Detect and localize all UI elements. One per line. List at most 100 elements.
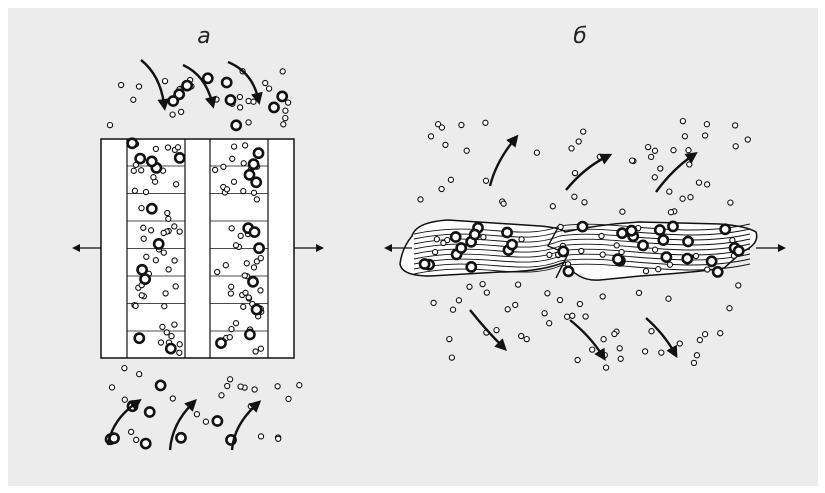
particles-top-b [417,117,751,216]
small-particle [143,253,150,260]
small-particle [176,228,183,235]
small-particle [599,251,606,258]
small-particle [127,428,135,436]
flow-arrow-icon [488,134,519,187]
small-particle [679,117,687,125]
small-particle [666,261,674,268]
small-particle [448,354,456,361]
small-particle [253,258,261,265]
small-particle [644,143,652,151]
small-particle [571,169,579,177]
large-particle [139,437,152,450]
small-particle [440,239,447,247]
small-particle [296,382,303,389]
small-particle [642,267,650,275]
small-particle [257,254,264,262]
flow-arrows-b [469,134,698,361]
large-particle [126,137,139,150]
small-particle [242,289,249,296]
flow-arrow-icon [106,398,142,446]
small-particle [666,188,673,195]
small-particle [130,96,137,103]
small-particle [140,235,147,242]
small-particle [162,290,169,297]
small-particle [174,144,182,151]
small-particle [493,326,500,334]
small-particle [541,310,548,317]
small-particle [703,181,711,188]
small-particle [165,215,172,222]
small-particle [647,153,655,161]
flow-arrow-icon [140,59,170,111]
small-particle [571,193,578,200]
large-particle [211,415,224,427]
small-particle [600,336,607,343]
large-particle [705,255,718,268]
small-particle [168,332,175,340]
large-particle [625,224,638,237]
small-particle [479,280,486,288]
small-particle [458,121,465,129]
small-particle [641,348,649,355]
large-particle [134,152,147,165]
panel-a-label: а [197,24,210,49]
small-particle [657,165,664,172]
small-particle [163,329,170,336]
small-particle [613,242,620,249]
small-particle [580,128,587,135]
small-particle [160,249,167,256]
small-particle [228,325,235,333]
large-particle [175,431,187,444]
small-particle [670,147,677,154]
large-particle [250,176,263,189]
small-particle [165,266,172,273]
small-particle [598,232,605,240]
large-particle [449,231,462,243]
small-particle [262,79,269,87]
large-particle [418,258,431,270]
small-particle [138,204,145,212]
small-particle [463,147,470,154]
small-particle [693,352,701,359]
small-particle [177,108,185,116]
small-particle [250,189,258,196]
small-particle [417,196,424,203]
small-particle [557,223,564,231]
large-particle [164,342,177,355]
large-particle [711,265,724,278]
large-particle [637,239,649,252]
flow-arrow-icon [655,151,698,193]
small-particle [230,143,238,150]
small-particle [176,341,183,348]
panel-a-membrane [100,137,295,359]
flow-arrow-icon [645,317,678,359]
small-particle [431,248,439,256]
small-particle [172,181,180,188]
flow-arrow-icon [569,319,606,361]
particles-in-fiber [418,220,745,278]
large-particle [682,235,694,248]
small-particle [237,383,244,390]
small-particle [665,295,672,302]
large-particle [136,263,148,276]
large-particle [653,224,666,236]
small-particle [285,395,292,403]
large-particle [455,242,468,254]
large-particle [247,158,260,171]
small-particle [732,143,739,150]
large-particle [468,228,481,241]
small-particle [686,161,693,168]
small-particle [518,332,525,340]
small-particle [578,247,585,255]
flow-arrow-icon [182,63,217,109]
small-particle [482,177,490,184]
small-particle [599,293,606,300]
small-particle [681,133,689,140]
small-particle [667,209,675,216]
small-particle [253,196,261,203]
small-particle [655,266,662,273]
panel-b-fiber [399,219,758,281]
small-particle [133,436,140,444]
small-particle [483,289,490,296]
